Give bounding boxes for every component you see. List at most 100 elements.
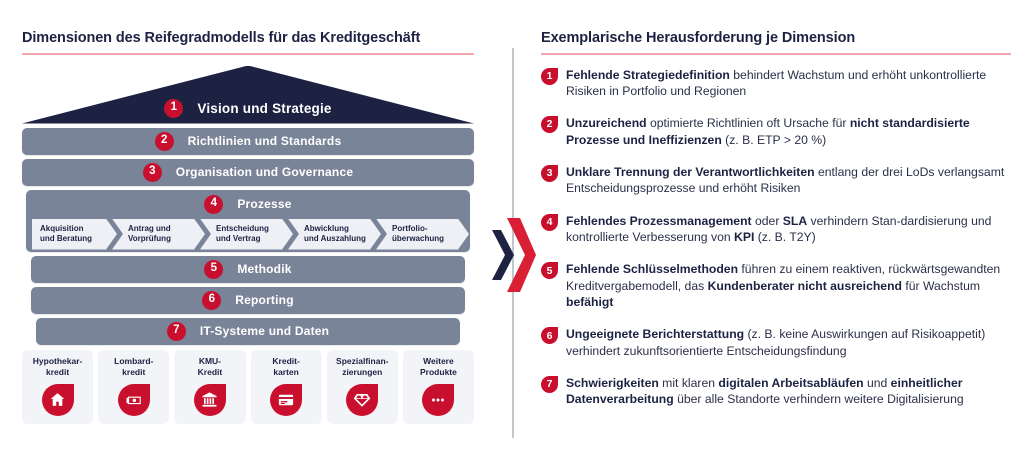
challenge-badge-5: 5: [541, 262, 558, 280]
level-badge-3: 3: [142, 162, 162, 182]
level-badge-2: 2: [154, 131, 174, 151]
right-panel-title: Exemplarische Herausforderung je Dimensi…: [541, 30, 856, 46]
product-tile-kmu-kredit[interactable]: KMU- Kredit: [174, 349, 246, 424]
level-label-2: Richtlinien und Standards: [187, 134, 342, 148]
level-label-1: Vision und Strategie: [197, 100, 332, 116]
left-panel-title: Dimensionen des Reifegradmodells für das…: [22, 30, 421, 46]
level-badge-5: 5: [204, 259, 224, 279]
process-step-5-line1: Portfolio-: [392, 224, 428, 233]
challenge-badge-4: 4: [541, 213, 558, 231]
pyramid-level-4-header: 4 Prozesse: [204, 194, 292, 214]
product-label-spezialfinanzierungen: Spezialfinan- zierungen: [336, 356, 388, 380]
challenge-item-6: 6 Ungeeignete Berichterstattung (z. B. k…: [541, 326, 1011, 359]
process-step-1-label: Akquisition und Beratung: [40, 224, 92, 244]
product-tile-spezialfinanzierungen[interactable]: Spezialfinan- zierungen: [326, 349, 398, 424]
process-step-5[interactable]: Portfolio- überwachung: [376, 219, 469, 250]
ellipsis-icon: [422, 383, 455, 416]
process-step-4-label: Abwicklung und Auszahlung: [304, 224, 366, 244]
process-step-1[interactable]: Akquisition und Beratung: [32, 219, 117, 250]
product-label-kreditkarten: Kredit- karten: [272, 356, 299, 380]
process-step-1-line2: und Beratung: [40, 234, 92, 243]
pyramid-level-6[interactable]: 6 Reporting: [31, 286, 465, 314]
challenge-text-7: Schwierigkeiten mit klaren digitalen Arb…: [566, 375, 964, 407]
process-step-2-line2: Vorprüfung: [128, 234, 171, 243]
challenge-item-1: 1 Fehlende Strategiedefinition behindert…: [541, 67, 1011, 100]
right-title-divider: [541, 53, 1011, 55]
product-tile-lombardkredit[interactable]: Lombard- kredit: [98, 349, 170, 424]
product-label-line2: kredit: [46, 366, 70, 377]
product-label-weitere-produkte: Weitere Produkte: [420, 356, 457, 380]
product-tiles: Hypothekar- kredit Lombard- kredit: [22, 349, 475, 424]
challenge-badge-6: 6: [541, 327, 558, 345]
pyramid-level-3[interactable]: 3 Organisation und Governance: [22, 158, 474, 186]
pyramid-level-2[interactable]: 2 Richtlinien und Standards: [22, 127, 474, 155]
home-icon: [41, 383, 74, 416]
product-tile-hypothekarkredit[interactable]: Hypothekar- kredit: [22, 349, 94, 424]
pyramid-level-1[interactable]: 1 Vision und Strategie: [22, 65, 474, 124]
level-badge-1: 1: [164, 98, 184, 118]
product-tile-weitere-produkte[interactable]: Weitere Produkte: [402, 349, 475, 424]
credit-card-icon: [270, 383, 303, 416]
challenge-badge-2: 2: [541, 116, 558, 134]
banknotes-icon: [117, 383, 150, 416]
challenge-text-1: Fehlende Strategiedefinition behindert W…: [566, 67, 987, 98]
process-step-2-label: Antrag und Vorprüfung: [128, 224, 171, 244]
pyramid-level-5[interactable]: 5 Methodik: [31, 255, 465, 283]
process-step-3-line1: Entscheidung: [216, 224, 269, 233]
process-step-3-label: Entscheidung und Vertrag: [216, 224, 269, 244]
double-chevron-arrow: [489, 216, 537, 294]
pyramid-level-1-content: 1 Vision und Strategie: [22, 98, 474, 118]
challenge-text-2: Unzureichend optimierte Richtlinien oft …: [566, 116, 970, 147]
challenge-item-2: 2 Unzureichend optimierte Richtlinien of…: [541, 115, 1011, 148]
level-label-3: Organisation und Governance: [175, 165, 354, 179]
challenge-text-4: Fehlendes Prozessmanagement oder SLA ver…: [566, 213, 992, 244]
level-label-4: Prozesse: [237, 197, 292, 211]
bank-building-icon: [193, 383, 226, 416]
process-step-2-line1: Antrag und: [128, 224, 171, 233]
product-label-line2: karten: [273, 366, 299, 377]
level-badge-7: 7: [166, 321, 186, 341]
challenge-badge-3: 3: [541, 164, 558, 182]
process-step-4-line2: und Auszahlung: [304, 234, 366, 243]
process-step-3[interactable]: Entscheidung und Vertrag: [200, 219, 293, 250]
diamond-icon: [346, 383, 379, 416]
panel-divider: [512, 48, 514, 438]
pyramid-level-4[interactable]: 4 Prozesse Akquisition und Beratung Antr…: [26, 189, 470, 252]
challenge-item-4: 4 Fehlendes Prozessmanagement oder SLA v…: [541, 213, 1011, 246]
process-step-3-line2: und Vertrag: [216, 234, 261, 243]
challenge-badge-7: 7: [541, 375, 558, 393]
process-step-4[interactable]: Abwicklung und Auszahlung: [288, 219, 381, 250]
level-badge-6: 6: [202, 290, 222, 310]
product-label-line2: Produkte: [420, 366, 457, 377]
challenge-item-7: 7 Schwierigkeiten mit klaren digitalen A…: [541, 375, 1011, 408]
right-panel: Exemplarische Herausforderung je Dimensi…: [541, 30, 1011, 424]
product-label-line2: kredit: [122, 366, 146, 377]
level-label-7: IT-Systeme und Daten: [199, 324, 330, 338]
challenge-text-3: Unklare Trennung der Verantwortlichkeite…: [566, 164, 1005, 196]
maturity-pyramid: 1 Vision und Strategie 2 Richtlinien und…: [22, 65, 475, 424]
level-label-5: Methodik: [237, 262, 292, 276]
product-label-line1: Weitere: [423, 355, 454, 366]
product-label-lombardkredit: Lombard- kredit: [114, 356, 153, 380]
product-label-line1: KMU-: [198, 355, 222, 366]
left-panel: Dimensionen des Reifegradmodells für das…: [22, 30, 475, 424]
left-title-divider: [22, 53, 474, 55]
product-label-line1: Spezialfinan-: [336, 355, 389, 366]
challenges-list: 1 Fehlende Strategiedefinition behindert…: [541, 67, 1011, 408]
process-step-5-line2: überwachung: [392, 234, 445, 243]
challenge-text-6: Ungeeignete Berichterstattung (z. B. kei…: [566, 327, 986, 358]
process-step-5-label: Portfolio- überwachung: [392, 224, 444, 244]
level-label-6: Reporting: [235, 293, 294, 307]
product-label-hypothekarkredit: Hypothekar- kredit: [33, 356, 83, 380]
level-badge-4: 4: [204, 194, 224, 214]
process-chevron-row: Akquisition und Beratung Antrag und Vorp…: [26, 219, 470, 250]
process-step-1-line1: Akquisition: [40, 224, 84, 233]
pyramid-level-7[interactable]: 7 IT-Systeme und Daten: [36, 317, 460, 345]
process-step-2[interactable]: Antrag und Vorprüfung: [112, 219, 205, 250]
product-label-line2: zierungen: [342, 366, 383, 377]
product-tile-kreditkarten[interactable]: Kredit- karten: [250, 349, 322, 424]
challenge-text-5: Fehlende Schlüsselmethoden führen zu ein…: [566, 262, 1001, 309]
product-label-line1: Kredit-: [272, 355, 300, 366]
process-step-4-line1: Abwicklung: [304, 224, 349, 233]
